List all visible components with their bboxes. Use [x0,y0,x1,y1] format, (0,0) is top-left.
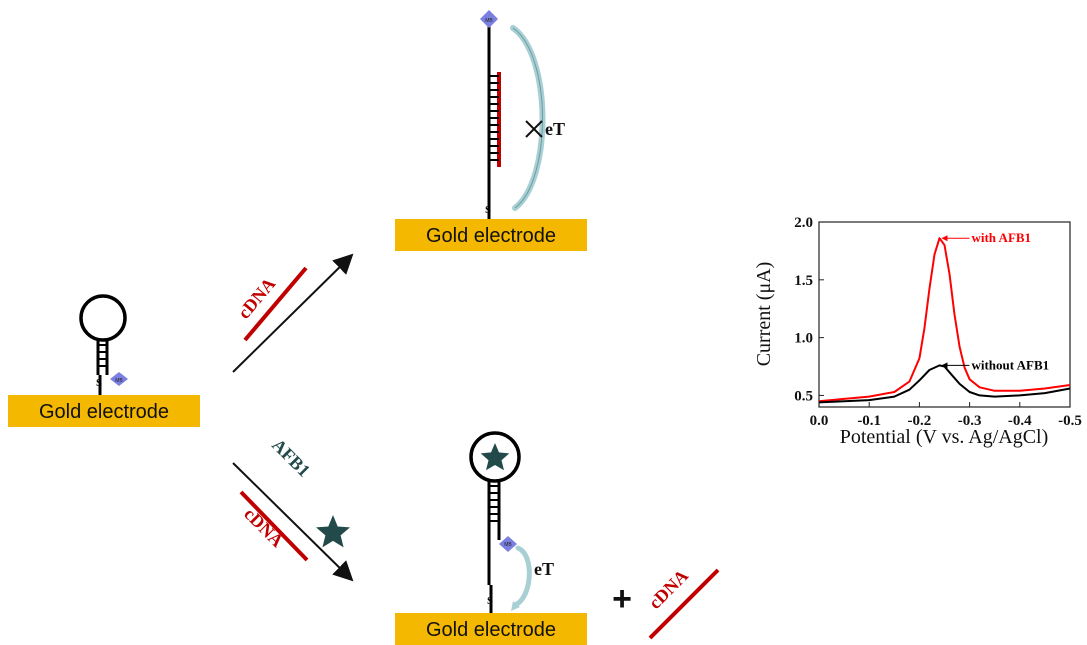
bottom-electrode-label: Gold electrode [426,619,556,641]
top-duplex-group: Gold electrode S MB eT [395,10,587,251]
x-tick-label: -0.5 [1058,413,1082,429]
svg-text:MB: MB [115,378,123,384]
y-tick-label: 1.5 [794,273,813,289]
bottom-stem-rungs [489,485,499,522]
afb1-label: AFB1 [268,435,314,481]
series-label-1: without AFB1 [971,357,1049,372]
x-tick-label: -0.2 [908,413,932,429]
top-sulfur-label: S [485,204,491,216]
arrow-up [232,253,354,373]
series-label-0: with AFB1 [971,230,1031,245]
y-tick-label: 1.0 [794,331,813,347]
x-tick-label: -0.4 [1008,413,1032,429]
arrow-down [232,462,354,582]
left-stem-rungs [98,344,107,367]
bottom-hairpin-loop [469,431,521,483]
bottom-hairpin-group: Gold electrode S MB eT [395,431,587,645]
chart-annotations: with AFB1 without AFB1 [941,230,1049,372]
series-line-0 [818,237,1071,403]
top-electron-path [510,25,546,211]
top-electrode-label: Gold electrode [426,225,556,247]
bottom-electron-arrow-icon [511,601,520,611]
bottom-sulfur-label: S [487,595,493,607]
chart-x-axis-label: Potential (V vs. Ag/AgCl) [840,426,1049,448]
top-gold-electrode [395,219,587,251]
cdna-strand-upper [243,266,308,342]
bottom-mb-tag: MB [499,536,517,552]
bottom-electron-path [512,545,532,608]
top-electron-path-edge [512,27,543,209]
top-et-label: eT [545,119,565,139]
bound-afb1-star-icon [480,443,510,471]
left-hairpin-group: Gold electrode S MB [8,294,200,427]
plus-sign: + [612,580,632,618]
series-pointer-head-0 [941,235,948,242]
dpv-chart: 0.0 -0.1 -0.2 -0.3 -0.4 -0.5 0.5 1.0 1.5 2.0 with… [753,215,1082,448]
top-mb-tag: MB [480,10,498,28]
chart-plot-frame [818,221,1071,408]
cdna-strand-lower [239,490,309,562]
x-tick-label: -0.3 [958,413,982,429]
left-electrode-label: Gold electrode [39,401,169,423]
bottom-et-label: eT [534,559,554,579]
chart-y-axis-label: Current (μA) [753,262,775,367]
bottom-gold-electrode [395,613,587,645]
y-tick-label: 2.0 [794,215,813,231]
blocked-x-icon [525,120,543,138]
chart-ticks: 0.0 -0.1 -0.2 -0.3 -0.4 -0.5 0.5 1.0 1.5 2.0 [794,215,1082,429]
released-cdna-strand [648,568,720,640]
y-tick-label: 0.5 [794,388,813,404]
svg-text:MB: MB [504,542,512,548]
svg-text:MB: MB [485,18,493,24]
afb1-star-icon [316,515,350,548]
left-sulfur-label: S [96,377,102,389]
left-gold-electrode [8,395,200,427]
left-mb-tag: MB [110,372,128,386]
x-tick-label: 0.0 [810,413,829,429]
cdna-label-upper: cDNA [234,274,280,323]
top-duplex-rungs [489,75,499,161]
series-pointer-head-1 [941,362,948,369]
left-hairpin-loop [79,294,127,342]
chart-series [818,237,1071,404]
x-tick-label: -0.1 [857,413,881,429]
